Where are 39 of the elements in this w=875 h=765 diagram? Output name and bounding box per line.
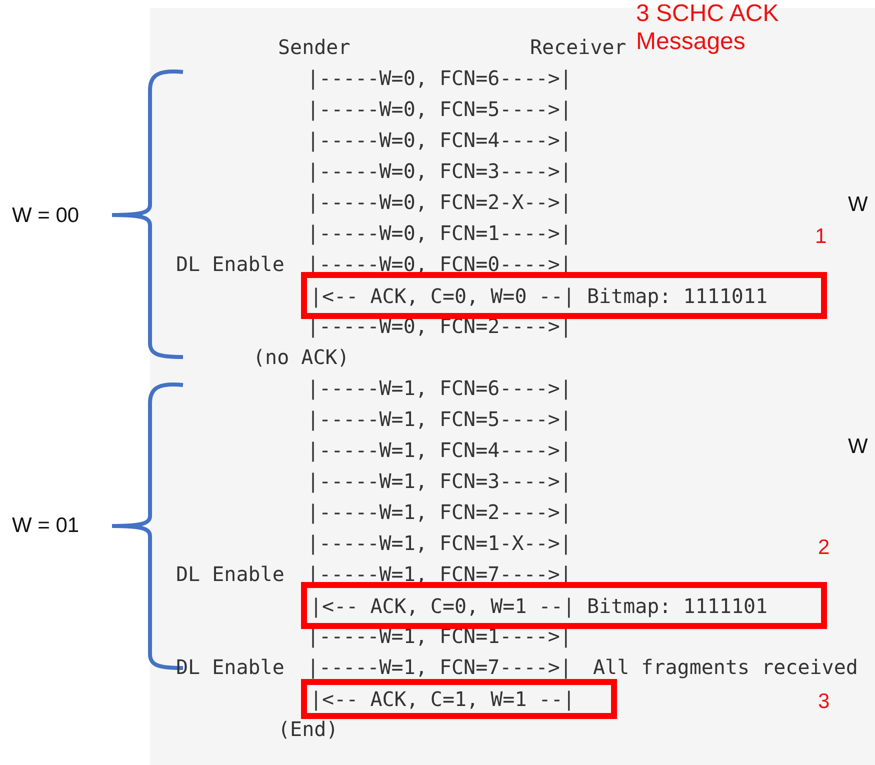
sequence-text: |-----W=1, FCN=5---->|	[307, 407, 572, 431]
sequence-text: |-----W=1, FCN=6---->|	[307, 376, 572, 400]
sequence-text: |-----W=1, FCN=1-X-->|	[307, 531, 572, 555]
sequence-text: |-----W=0, FCN=0---->|	[307, 252, 572, 276]
sequence-text: |-----W=0, FCN=6---->|	[307, 66, 572, 90]
sequence-text: DL Enable	[176, 562, 284, 586]
ack-message-text: |<-- ACK, C=1, W=1 --|	[310, 687, 575, 711]
sequence-text: |-----W=0, FCN=4---->|	[307, 128, 572, 152]
sequence-text: DL Enable	[176, 252, 284, 276]
sequence-text: |-----W=0, FCN=3---->|	[307, 159, 572, 183]
sequence-text: |-----W=1, FCN=1---->|	[307, 624, 572, 648]
sequence-text: |-----W=1, FCN=2---->|	[307, 500, 572, 524]
window-label: W = 01	[12, 514, 80, 538]
annotation-text: 3 SCHC ACK Messages	[636, 0, 780, 56]
sequence-text: |-----W=0, FCN=1---->|	[307, 221, 572, 245]
sequence-text: Sender	[278, 35, 350, 59]
sequence-text: |-----W=1, FCN=7---->|	[307, 562, 572, 586]
sequence-text: |-----W=1, FCN=4---->|	[307, 438, 572, 462]
callout-number: 1	[815, 225, 827, 249]
callout-number: 3	[818, 690, 830, 714]
window-label: W = 00	[12, 204, 80, 228]
highlight-box	[301, 679, 617, 719]
ack-message-text: |<-- ACK, C=0, W=0 --| Bitmap: 1111011	[310, 284, 768, 308]
highlight-box	[301, 272, 827, 319]
ack-message-text: |<-- ACK, C=0, W=1 --| Bitmap: 1111101	[310, 594, 768, 618]
sequence-text: (End)	[278, 717, 338, 741]
sequence-text: (no ACK)	[253, 345, 350, 369]
highlight-box	[301, 582, 827, 629]
window-label: W	[848, 193, 868, 217]
sequence-text: DL Enable	[176, 655, 284, 679]
callout-number: 2	[818, 536, 830, 560]
sequence-text: |-----W=0, FCN=2---->|	[307, 314, 572, 338]
sequence-text: Receiver	[530, 35, 626, 59]
sequence-text: |-----W=1, FCN=7---->|	[307, 655, 572, 679]
sequence-text: |-----W=0, FCN=2-X-->|	[307, 190, 572, 214]
sequence-text: All fragments received	[593, 655, 858, 679]
window-label: W	[848, 435, 868, 459]
sequence-text: |-----W=1, FCN=3---->|	[307, 469, 572, 493]
sequence-text: |-----W=0, FCN=5---->|	[307, 97, 572, 121]
